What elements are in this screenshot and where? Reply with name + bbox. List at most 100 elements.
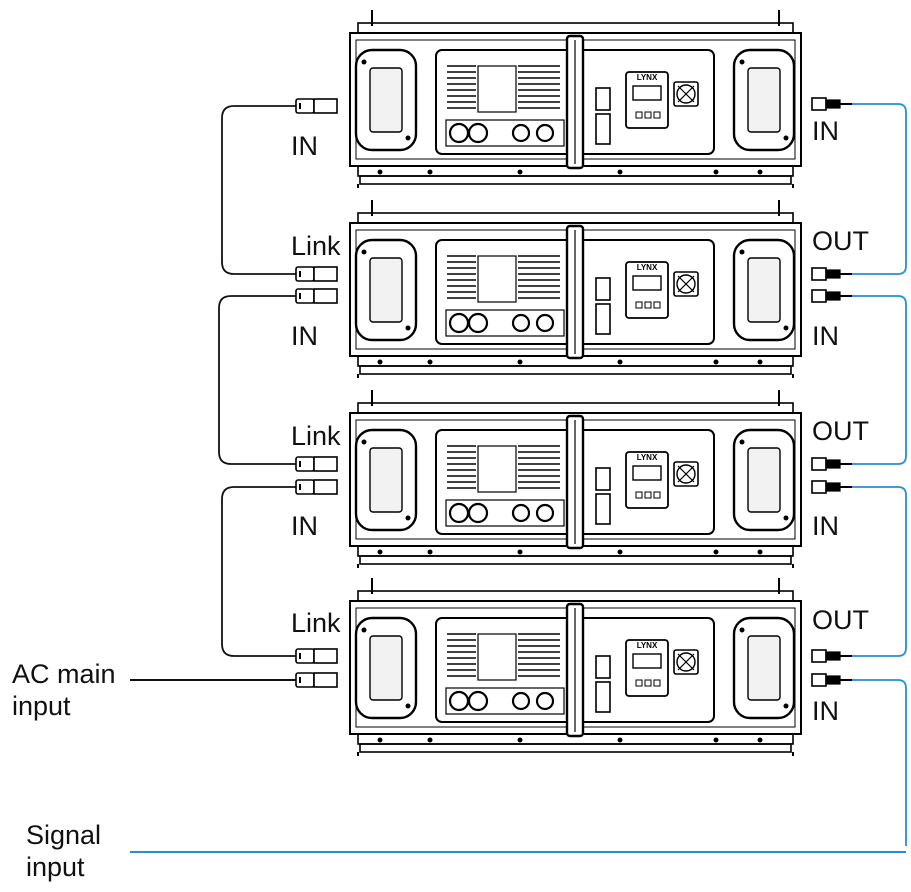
power-in-socket bbox=[448, 690, 470, 712]
dsp-button-1 bbox=[635, 679, 643, 687]
io-strip bbox=[445, 499, 565, 527]
screw-5 bbox=[713, 169, 719, 175]
signal-plug-1 bbox=[811, 97, 852, 111]
power-link-cable-1 bbox=[221, 105, 296, 275]
signal-input-label: Signal input bbox=[26, 819, 101, 884]
fan-grille bbox=[673, 81, 699, 107]
screw-2 bbox=[427, 737, 433, 743]
dsp-brand-logo: LYNX bbox=[637, 641, 658, 650]
cabinet-4-right-in-label: IN bbox=[812, 696, 839, 726]
cabinet-4-right-out-label: OUT bbox=[812, 605, 869, 635]
handle-left bbox=[354, 238, 418, 342]
handle-right bbox=[732, 48, 796, 152]
signal-input-line2: input bbox=[26, 852, 85, 883]
dsp-button-3 bbox=[653, 301, 661, 309]
signal-input-riser bbox=[852, 679, 907, 846]
screw-6 bbox=[757, 169, 763, 175]
power-plug-1 bbox=[295, 98, 338, 114]
signal-out-socket bbox=[535, 503, 555, 523]
handle-right bbox=[732, 616, 796, 720]
screw-4 bbox=[617, 169, 623, 175]
bottom-foot bbox=[359, 175, 792, 185]
top-rail bbox=[357, 402, 794, 414]
dsp-brand-logo: LYNX bbox=[637, 263, 658, 272]
power-link-socket bbox=[467, 312, 489, 334]
signal-plug-7 bbox=[811, 673, 852, 687]
power-plug-2 bbox=[295, 266, 338, 282]
dsp-button-1 bbox=[635, 491, 643, 499]
handle-left bbox=[354, 616, 418, 720]
fan-grille bbox=[673, 271, 699, 297]
power-plug-7 bbox=[295, 672, 338, 688]
top-rail bbox=[357, 590, 794, 602]
fan-grille bbox=[673, 461, 699, 487]
io-strip bbox=[445, 687, 565, 715]
connectors-layer bbox=[295, 97, 852, 688]
signal-link-cable-1 bbox=[852, 103, 907, 275]
screw-3 bbox=[517, 549, 523, 555]
screw-4 bbox=[617, 549, 623, 555]
fuse-holder bbox=[595, 303, 611, 335]
dsp-display bbox=[632, 465, 662, 481]
bottom-foot bbox=[359, 365, 792, 375]
screw-2 bbox=[427, 169, 433, 175]
cabinet-1: LYNX bbox=[349, 10, 802, 188]
signal-in-socket bbox=[511, 123, 531, 143]
power-link-socket bbox=[467, 502, 489, 524]
fan-grille bbox=[673, 649, 699, 675]
spec-label bbox=[477, 633, 517, 681]
cabinet-3-right-out-label: OUT bbox=[812, 416, 869, 446]
signal-in-socket bbox=[511, 503, 531, 523]
screw-5 bbox=[713, 359, 719, 365]
cabinet-2-right-out-label: OUT bbox=[812, 226, 869, 256]
dsp-button-2 bbox=[644, 491, 652, 499]
screw-4 bbox=[617, 359, 623, 365]
dsp-button-1 bbox=[635, 301, 643, 309]
screw-6 bbox=[757, 737, 763, 743]
heatsink-fins bbox=[447, 633, 560, 677]
io-strip bbox=[445, 309, 565, 337]
signal-out-socket bbox=[535, 691, 555, 711]
ac-main-input-label: AC main input bbox=[12, 658, 116, 723]
power-in-socket bbox=[448, 502, 470, 524]
cables-layer bbox=[130, 103, 907, 853]
cabinets-layer: LYNX LYNX LYNX LYNX bbox=[349, 10, 802, 756]
signal-plug-5 bbox=[811, 480, 852, 494]
heatsink-fins bbox=[447, 445, 560, 489]
cabinet-3-right-in-label: IN bbox=[812, 511, 839, 541]
cabinet-2-left-in-label: IN bbox=[291, 321, 318, 351]
signal-plug-4 bbox=[811, 457, 852, 471]
screw-1 bbox=[377, 169, 383, 175]
signal-link-cable-3 bbox=[852, 486, 907, 657]
power-switch bbox=[595, 277, 611, 301]
screw-5 bbox=[713, 737, 719, 743]
power-link-socket bbox=[467, 122, 489, 144]
power-link-cable-3 bbox=[221, 486, 296, 657]
handle-left bbox=[354, 428, 418, 532]
screw-6 bbox=[757, 359, 763, 365]
screw-1 bbox=[377, 359, 383, 365]
signal-in-socket bbox=[511, 691, 531, 711]
power-plug-4 bbox=[295, 456, 338, 472]
power-link-cable-2 bbox=[218, 295, 296, 465]
screw-3 bbox=[517, 359, 523, 365]
dsp-display bbox=[632, 275, 662, 291]
power-plug-3 bbox=[295, 288, 338, 304]
cabinet-3: LYNX bbox=[349, 390, 802, 568]
screw-4 bbox=[617, 737, 623, 743]
ac-main-input-line1: AC main bbox=[12, 659, 116, 689]
screw-1 bbox=[377, 737, 383, 743]
power-switch bbox=[595, 655, 611, 679]
dsp-brand-logo: LYNX bbox=[637, 73, 658, 82]
screw-3 bbox=[517, 737, 523, 743]
spec-label bbox=[477, 255, 517, 303]
dsp-button-3 bbox=[653, 111, 661, 119]
io-strip bbox=[445, 119, 565, 147]
spec-label bbox=[477, 445, 517, 493]
heatsink-fins bbox=[447, 255, 560, 299]
cabinet-2: LYNX bbox=[349, 200, 802, 378]
signal-in-socket bbox=[511, 313, 531, 333]
dsp-display bbox=[632, 653, 662, 669]
fuse-holder bbox=[595, 493, 611, 525]
